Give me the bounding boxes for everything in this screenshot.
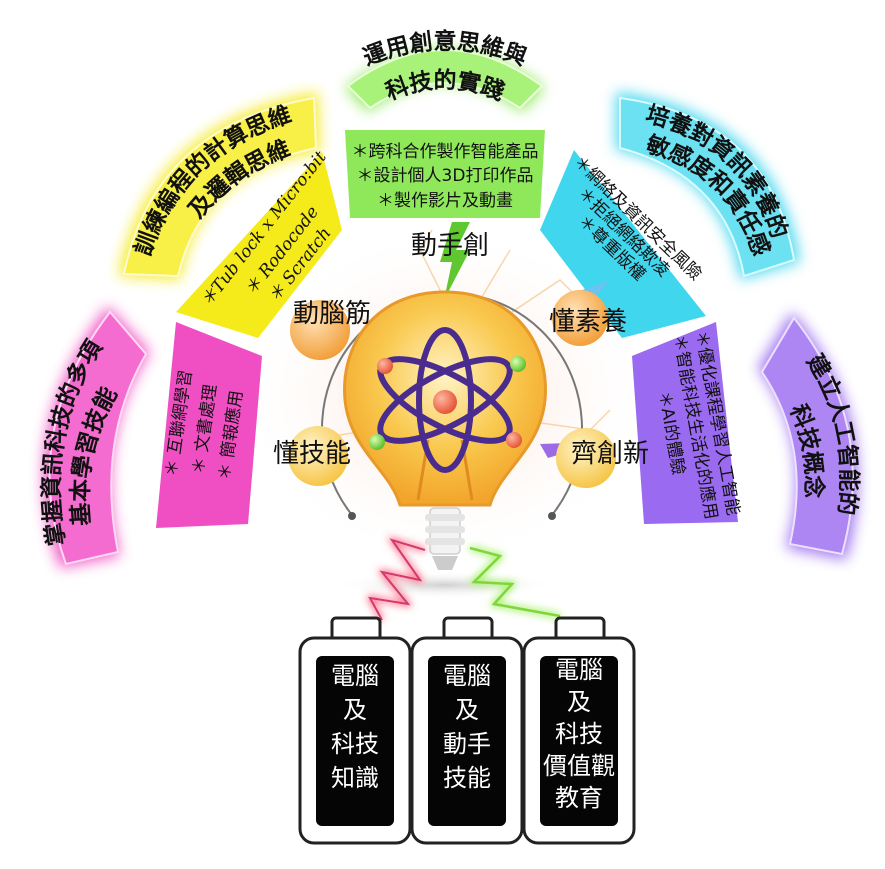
goal-top-arc — [345, 49, 545, 112]
wire-green — [469, 546, 561, 618]
band-green — [345, 130, 545, 218]
electron — [377, 358, 393, 374]
hub-ball-right-lower — [556, 428, 616, 488]
band-purple — [632, 322, 738, 524]
band-green-item: ＊跨科合作製作智能產品 — [352, 142, 539, 162]
goal-left-lower-arc — [43, 306, 150, 568]
hub-label-top: 動手創 — [411, 231, 489, 261]
electron — [510, 356, 526, 372]
battery-2-text: 電腦 — [443, 662, 491, 690]
battery-3 — [522, 616, 636, 845]
band-cyan — [540, 150, 706, 338]
battery-1-text: 科技 — [331, 730, 379, 758]
battery-1-text: 及 — [343, 696, 367, 724]
hub-label-right-lower: 齊創新 — [571, 439, 649, 469]
hub-ball-left-lower — [288, 426, 348, 486]
goal-right-upper-arc — [616, 92, 800, 280]
battery-3-text: 及 — [567, 688, 591, 716]
bulb-shadow — [335, 571, 555, 599]
atom-nucleus — [433, 390, 457, 414]
battery-2 — [410, 616, 524, 845]
battery-1-text: 知識 — [331, 764, 379, 792]
hub-label-left-lower: 懂技能 — [273, 439, 351, 469]
bolt-green — [440, 222, 470, 300]
orbit-end-left — [348, 512, 356, 520]
hub-ball-right-upper — [552, 290, 608, 346]
goal-left-upper-arc — [118, 92, 320, 280]
goal-right-lower-arc — [758, 312, 858, 560]
battery-1 — [298, 616, 412, 845]
band-green-item: ＊製作影片及動畫 — [377, 191, 513, 211]
band-yellow — [176, 152, 342, 338]
orbit-end-right — [548, 512, 556, 520]
battery-2-text: 動手 — [443, 730, 491, 758]
battery-2-text: 及 — [455, 696, 479, 724]
hub-label-left-upper: 動腦筋 — [293, 299, 371, 329]
band-green-item: ＊設計個人3D打印作品 — [357, 166, 534, 186]
battery-2-text: 技能 — [443, 764, 491, 792]
battery-3-text: 電腦 — [555, 656, 603, 684]
electron — [506, 432, 522, 448]
battery-1-text: 電腦 — [331, 662, 379, 690]
battery-3-text: 價值觀 — [543, 752, 615, 780]
battery-3-text: 教育 — [555, 784, 603, 812]
hub-ball-left-upper — [290, 300, 350, 360]
battery-3-text: 科技 — [555, 720, 603, 748]
band-magenta — [156, 322, 262, 528]
hub-label-right-upper: 懂素養 — [549, 307, 627, 337]
electron — [369, 434, 385, 450]
wire-red — [368, 538, 426, 621]
